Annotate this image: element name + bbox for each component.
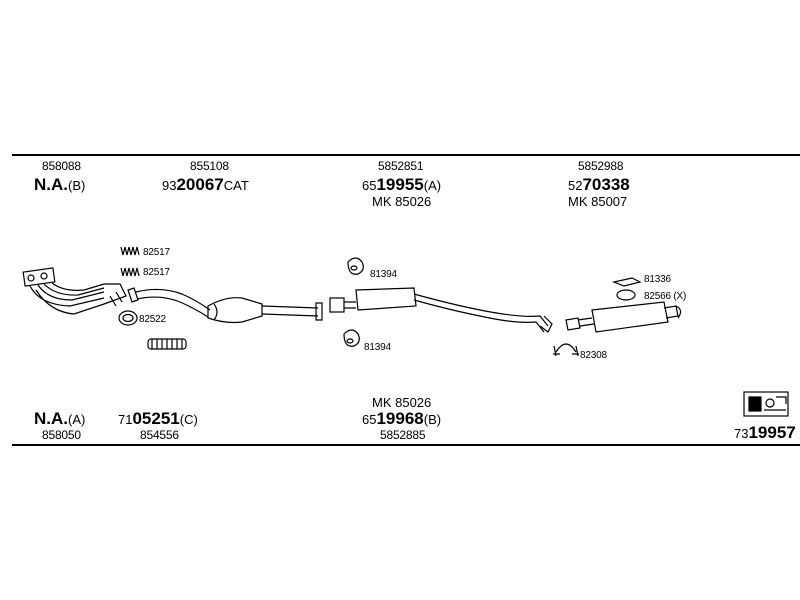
bottom-mk-3: MK 85026	[372, 395, 432, 410]
bosal-box-icon	[743, 391, 789, 417]
top-mk-4: MK 85007	[568, 194, 628, 209]
bottom-part-2[interactable]: 7105251(C)	[118, 409, 198, 428]
label-82308: 82308	[580, 350, 607, 361]
label-82517-a: 82517	[143, 247, 170, 258]
exhaust-clamp[interactable]	[553, 343, 579, 357]
label-82566: 82566 (X)	[644, 291, 687, 302]
label-82517-b: 82517	[143, 267, 170, 278]
label-82522: 82522	[139, 314, 166, 325]
hanger-ring[interactable]	[616, 289, 636, 301]
top-rule	[12, 154, 800, 156]
front-pipe-catalyst[interactable]	[127, 287, 323, 324]
bottom-num-3: 5852885	[380, 428, 426, 442]
catalog-number: 7319957	[734, 423, 796, 442]
gasket-ring[interactable]	[118, 310, 138, 326]
top-num-2: 855108	[190, 159, 229, 173]
label-81394-b: 81394	[364, 342, 391, 353]
hanger-rubber-b[interactable]	[343, 329, 360, 347]
exhaust-manifold[interactable]	[22, 267, 127, 315]
spring-bolt-a[interactable]	[120, 246, 140, 256]
label-81336: 81336	[644, 274, 671, 285]
top-part-3[interactable]: 6519955(A)	[362, 175, 442, 194]
heat-shield-bracket[interactable]	[611, 277, 642, 287]
bottom-num-2: 854556	[140, 428, 179, 442]
top-num-3: 5852851	[378, 159, 424, 173]
top-num-1: 858088	[42, 159, 81, 173]
top-mk-3: MK 85026	[372, 194, 432, 209]
rear-silencer[interactable]	[565, 301, 682, 333]
bottom-num-1: 858050	[42, 428, 81, 442]
label-81394-a: 81394	[370, 269, 397, 280]
spring-bolt-b[interactable]	[120, 267, 140, 277]
top-part-2[interactable]: 9320067CAT	[162, 175, 249, 194]
bottom-part-1[interactable]: N.A.(A)	[34, 409, 86, 428]
bottom-rule	[12, 444, 800, 446]
bottom-part-3[interactable]: 6519968(B)	[362, 409, 442, 428]
middle-silencer[interactable]	[329, 287, 553, 333]
flex-pipe[interactable]	[147, 338, 187, 350]
top-part-4[interactable]: 5270338	[568, 175, 630, 194]
hanger-rubber-a[interactable]	[347, 257, 364, 275]
top-num-4: 5852988	[578, 159, 624, 173]
top-part-1[interactable]: N.A.(B)	[34, 175, 86, 194]
